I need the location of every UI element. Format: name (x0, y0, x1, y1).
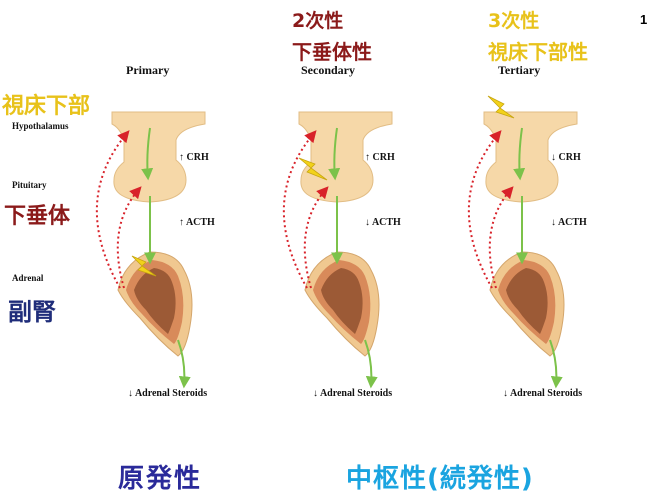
primary-category-label: 原発性 (118, 464, 203, 494)
secondary-acth-label: ↓ ACTH (365, 217, 401, 228)
tertiary-column-graphic (467, 95, 578, 389)
tertiary-steroids-label: ↓ Adrenal Steroids (503, 388, 583, 399)
secondary-steroids-label: ↓ Adrenal Steroids (313, 388, 393, 399)
secondary-title: Secondary (301, 63, 355, 77)
adrenal-gland-shape (117, 251, 193, 357)
hypothalamus-jp-label: 視床下部 (2, 94, 91, 119)
hypothalamus-en-label: Hypothalamus (12, 121, 69, 131)
secondary-subtitle-line1: 2次性 (292, 10, 344, 32)
tertiary-crh-label: ↓ CRH (551, 152, 581, 163)
adrenal-en-label: Adrenal (12, 273, 44, 283)
lightning-icon (487, 95, 515, 119)
primary-column-graphic (95, 111, 206, 389)
tertiary-subtitle-line2: 視床下部性 (488, 40, 588, 64)
primary-title: Primary (126, 63, 170, 77)
primary-crh-label: ↑ CRH (179, 152, 209, 163)
central-category-label: 中枢性(続発性) (346, 464, 534, 494)
primary-steroids-label: ↓ Adrenal Steroids (128, 388, 208, 399)
tertiary-acth-label: ↓ ACTH (551, 217, 587, 228)
secondary-column-graphic (282, 111, 393, 389)
tertiary-title: Tertiary (498, 63, 541, 77)
lightning-icon (131, 255, 157, 277)
adrenal-jp-label: 副腎 (8, 298, 56, 326)
primary-acth-label: ↑ ACTH (179, 217, 215, 228)
adrenal-gland-shape (489, 251, 565, 357)
adrenal-gland-shape (304, 251, 380, 357)
secondary-crh-label: ↑ CRH (365, 152, 395, 163)
slide-number: 1 (640, 12, 648, 27)
lightning-icon (298, 157, 328, 181)
tertiary-subtitle-line1: 3次性 (488, 10, 540, 32)
pituitary-jp-label: 下垂体 (4, 204, 71, 229)
pituitary-en-label: Pituitary (12, 180, 47, 190)
secondary-subtitle-line2: 下垂体性 (292, 40, 372, 64)
